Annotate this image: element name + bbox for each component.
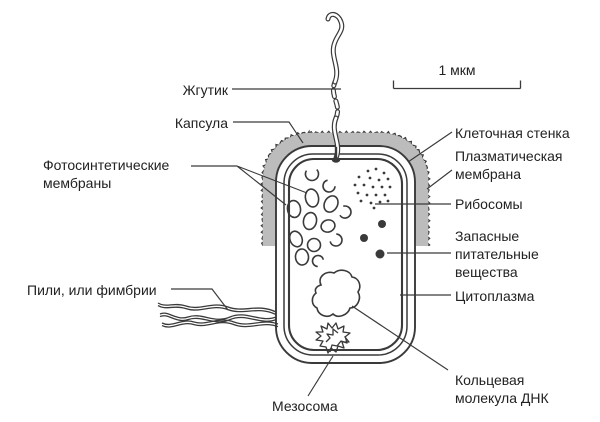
label-line: питательные — [455, 246, 539, 262]
label-line: мембраны — [43, 175, 112, 191]
label-capsule: Капсула — [174, 115, 228, 131]
pilus-strand — [159, 312, 277, 320]
circular-dna-shape — [311, 269, 361, 317]
label-cytoplasm: Цитоплазма — [455, 288, 535, 304]
leader-lines — [171, 88, 453, 397]
leader-plasma-membrane — [426, 169, 453, 190]
scale-bar — [392, 80, 522, 90]
cell-wall-inner-line — [283, 153, 408, 356]
label-line: Плазматическая — [455, 148, 563, 164]
leader-mesosome — [307, 355, 334, 397]
pilus-strand — [159, 315, 277, 323]
label-storage-nutrients: Запасные питательные вещества — [455, 227, 539, 281]
ribosome-dot — [374, 167, 378, 171]
leader-circular-dna — [351, 305, 449, 371]
ribosome-dot — [356, 191, 360, 195]
leader-photosynthetic-membranes — [191, 165, 308, 206]
leader-pili — [171, 288, 229, 311]
pilus-strand — [157, 305, 277, 316]
label-flagellum: Жгутик — [182, 82, 228, 98]
ribosome-dot — [372, 206, 376, 210]
ribosome-dots — [353, 167, 392, 210]
ribosome-dot — [383, 193, 387, 197]
scale-bar-label: 1 мкм — [438, 62, 476, 78]
pilus-strand — [157, 302, 277, 313]
nutrient-granules — [360, 220, 386, 259]
ribosome-dot — [377, 178, 381, 182]
ribosome-dot — [369, 201, 373, 205]
ribosome-dot — [353, 183, 357, 187]
label-cell-wall: Клеточная стенка — [455, 125, 570, 141]
leader-cell-wall — [407, 131, 453, 163]
plasma-membrane-line — [287, 157, 404, 352]
pilus-strand — [161, 321, 279, 328]
pilus-strand — [161, 319, 279, 326]
ribosome-dot — [386, 177, 390, 181]
pili-strands — [157, 302, 279, 328]
label-line: мембрана — [455, 166, 521, 182]
label-circular-dna: Кольцевая молекула ДНК — [455, 371, 549, 407]
label-line: молекула ДНК — [455, 390, 549, 406]
ribosome-dot — [357, 175, 361, 179]
mesosome-shape — [315, 322, 351, 354]
ribosome-dot — [371, 185, 375, 189]
label-plasma-membrane: Плазматическая мембрана — [455, 147, 563, 183]
ribosome-dot — [374, 193, 378, 197]
photosynthetic-membranes-cluster — [286, 166, 352, 268]
ribosome-dot — [378, 200, 382, 204]
capsule-shape — [260, 129, 431, 246]
label-line: вещества — [455, 264, 518, 280]
label-ribosomes: Рибосомы — [455, 196, 523, 212]
ribosome-dot — [359, 199, 363, 203]
label-pili: Пили, или фимбрии — [27, 282, 157, 298]
ribosome-dot — [380, 185, 384, 189]
label-line: Кольцевая — [455, 372, 525, 388]
label-line: Запасные — [455, 228, 520, 244]
ribosome-dot — [366, 169, 370, 173]
leader-capsule — [233, 121, 304, 144]
ribosome-dot — [382, 171, 386, 175]
ribosome-dot — [386, 199, 390, 203]
ribosome-dot — [368, 176, 372, 180]
ribosome-dot — [362, 183, 366, 187]
label-line: Фотосинтетические — [43, 157, 170, 173]
ribosome-dot — [388, 185, 392, 189]
ribosome-dot — [365, 193, 369, 197]
flagellum-basal-body — [331, 147, 341, 163]
label-photosynthetic-membranes: Фотосинтетические мембраны — [43, 156, 169, 192]
cell-wall-outer-line — [275, 145, 416, 364]
label-mesosome: Мезосома — [272, 398, 338, 414]
